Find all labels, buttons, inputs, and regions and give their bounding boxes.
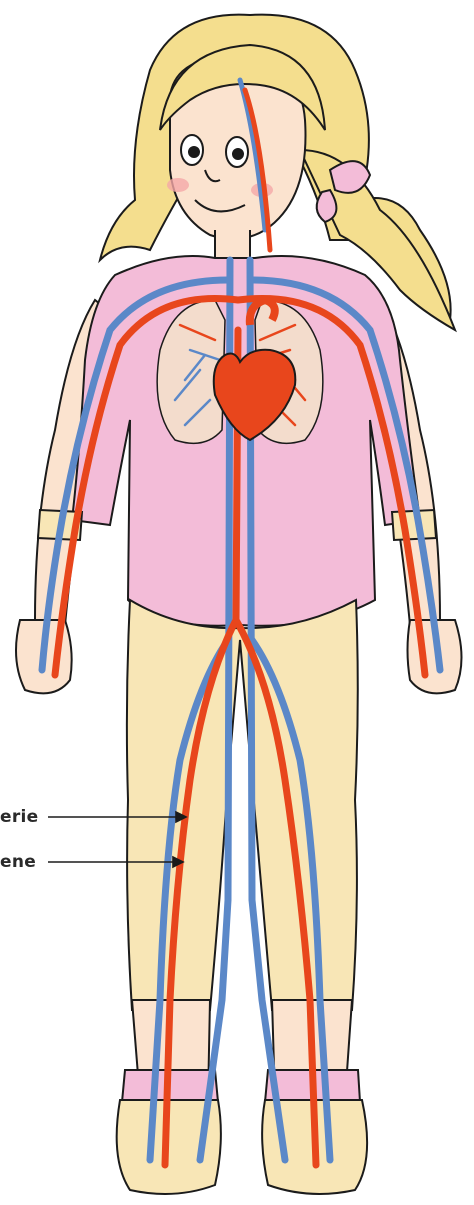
artery-label: erie xyxy=(0,807,38,827)
vein-label: ene xyxy=(0,852,36,872)
head xyxy=(160,45,325,262)
